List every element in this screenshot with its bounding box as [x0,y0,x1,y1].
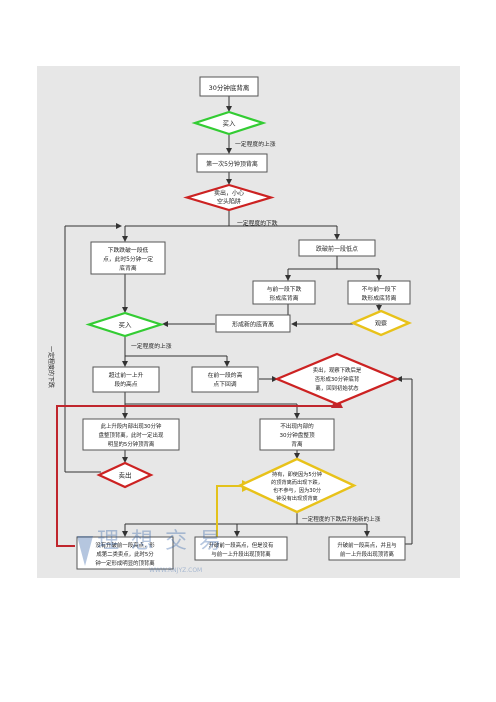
node-watch-line1: 卖出，观察下跌后是 [313,366,362,374]
edge-left-vertical: 一定程度的下跌 [47,346,55,388]
node-observe: 观察 [349,309,413,337]
node-mid-left-line1: 与前一段下跌 [267,285,302,293]
node-peak-top-line2: 盘整顶背离，此时一定出现 [99,431,164,439]
node-no-peak: 不出现内部的 30分钟盘整顶 背离 [259,418,335,451]
node-mid-left-line2: 形成底背离 [270,294,299,302]
node-no-peak-line1: 不出现内部的 [280,422,314,430]
edge-rise2: 一定程度的上涨 [131,342,172,350]
node-sell-trap-line2: 空头陷阱 [217,198,241,206]
node-bottom-mid: 升破前一段高点，但是没有 与前一上升段出现顶背离 [194,536,288,561]
node-bottom-right-line1: 升破前一段高点，并且与 [337,541,396,549]
node-watch: 卖出，观察下跌后是 否形成30分钟底背 离，回到初始状态 [274,352,400,406]
node-yellow-line4: 钟没有出现顶背离 [276,494,318,502]
node-no-peak-line2: 30分钟盘整顶 [279,431,314,439]
node-exceed-prev-line2: 段的高点 [114,380,137,388]
node-left-top-line1: 下跌跌破一段低 [108,246,149,254]
node-exceed-prev: 超过前一上升 段的高点 [92,366,160,393]
watermark-logo-icon [77,536,93,566]
node-buy2: 买入 [85,311,165,338]
node-mid-left: 与前一段下跌 形成底背离 [252,280,316,305]
node-bottom-left: 没有升破前一段高点，形 成第二类卖点，此时5分 钟一定形成明显的顶背离 [76,536,174,570]
node-below-prev: 在前一段的高 点下回调 [191,366,259,393]
edge-fall1: 一定程度的下跌 [237,219,278,227]
node-mid-right: 不与前一段下 跌形成底背离 [347,280,411,305]
node-buy1: 买入 [191,110,267,136]
flowchart-svg: 30分钟底背离 买入 一定程度的上涨 第一次5分钟顶背离 卖出，小心 空头陷阱 … [47,76,413,574]
node-buy2-text: 买入 [119,321,133,329]
node-left-top-line3: 底背离 [119,264,137,272]
node-yellow-line3: 也不参与，因为30分 [273,486,321,494]
node-right-top-text: 跌破前一段低点 [316,245,358,253]
node-yellow: 持有，即使因为5分钟 的顶背离而出现下跌， 也不参与，因为30分 钟没有出现顶背… [237,457,357,514]
node-new-div-text: 形成新的底背离 [232,321,274,329]
watermark: 理想交易 WWW.RNJYZ.COM [77,529,233,574]
node-peak-top-line3: 明显的5分钟顶背离 [108,440,155,448]
watermark-url: WWW.RNJYZ.COM [149,567,202,574]
node-peak-top: 此上升段内部出现30分钟 盘整顶背离，此时一定出现 明显的5分钟顶背离 [82,418,180,451]
node-no-peak-line3: 背离 [291,440,303,448]
node-new-div: 形成新的底背离 [215,314,291,333]
node-sell2-text: 卖出 [119,471,132,480]
node-mid-right-line2: 跌形成底背离 [362,294,397,302]
node-yellow-line2: 的顶背离而出现下跌， [271,478,323,486]
node-first5-text: 第一次5分钟顶背离 [206,160,258,168]
watermark-text: 理想交易 [97,529,233,554]
node-bottom-right-line2: 前一上升段出现顶背离 [340,550,395,558]
node-bottom-right: 升破前一段高点，并且与 前一上升段出现顶背离 [328,536,406,561]
node-below-prev-line2: 点下回调 [213,380,236,388]
node-start: 30分钟底背离 [199,76,259,97]
node-sell2: 卖出 [96,461,154,489]
node-right-top: 跌破前一段低点 [298,239,376,257]
node-left-top: 下跌跌破一段低 点，此时5分钟一定 底背离 [90,241,166,275]
red-loop-line [56,405,337,547]
node-bottom-left-line2: 成第二类卖点，此时5分 [96,550,154,558]
edge-rise1: 一定程度的上涨 [235,140,276,148]
node-buy1-text: 买入 [223,120,237,128]
node-watch-line3: 离，回到初始状态 [315,384,359,392]
node-first5: 第一次5分钟顶背离 [196,153,268,173]
node-watch-line2: 否形成30分钟底背 [315,375,360,383]
node-peak-top-line1: 此上升段内部出现30分钟 [101,422,162,430]
node-sell-trap-line1: 卖出，小心 [214,189,244,197]
node-below-prev-line1: 在前一段的高 [208,371,243,379]
node-sell-trap: 卖出，小心 空头陷阱 [183,183,275,212]
edge-fall-then-rise: 一定程度的下跌后开始新的上涨 [302,515,381,523]
node-left-top-line2: 点，此时5分钟一定 [103,255,153,263]
node-yellow-line1: 持有，即使因为5分钟 [272,470,322,478]
node-bottom-left-line1: 没有升破前一段高点，形 [95,541,155,549]
flowchart: 30分钟底背离 买入 一定程度的上涨 第一次5分钟顶背离 卖出，小心 空头陷阱 … [37,66,460,578]
node-bottom-mid-line2: 与前一上升段出现顶背离 [211,550,271,558]
node-observe-text: 观察 [375,320,387,328]
node-mid-right-line1: 不与前一段下 [362,285,397,293]
node-bottom-left-line3: 钟一定形成明显的顶背离 [95,559,155,567]
node-exceed-prev-line1: 超过前一上升 [109,371,144,379]
node-start-text: 30分钟底背离 [209,83,250,92]
node-bottom-mid-line1: 升破前一段高点，但是没有 [209,541,274,549]
